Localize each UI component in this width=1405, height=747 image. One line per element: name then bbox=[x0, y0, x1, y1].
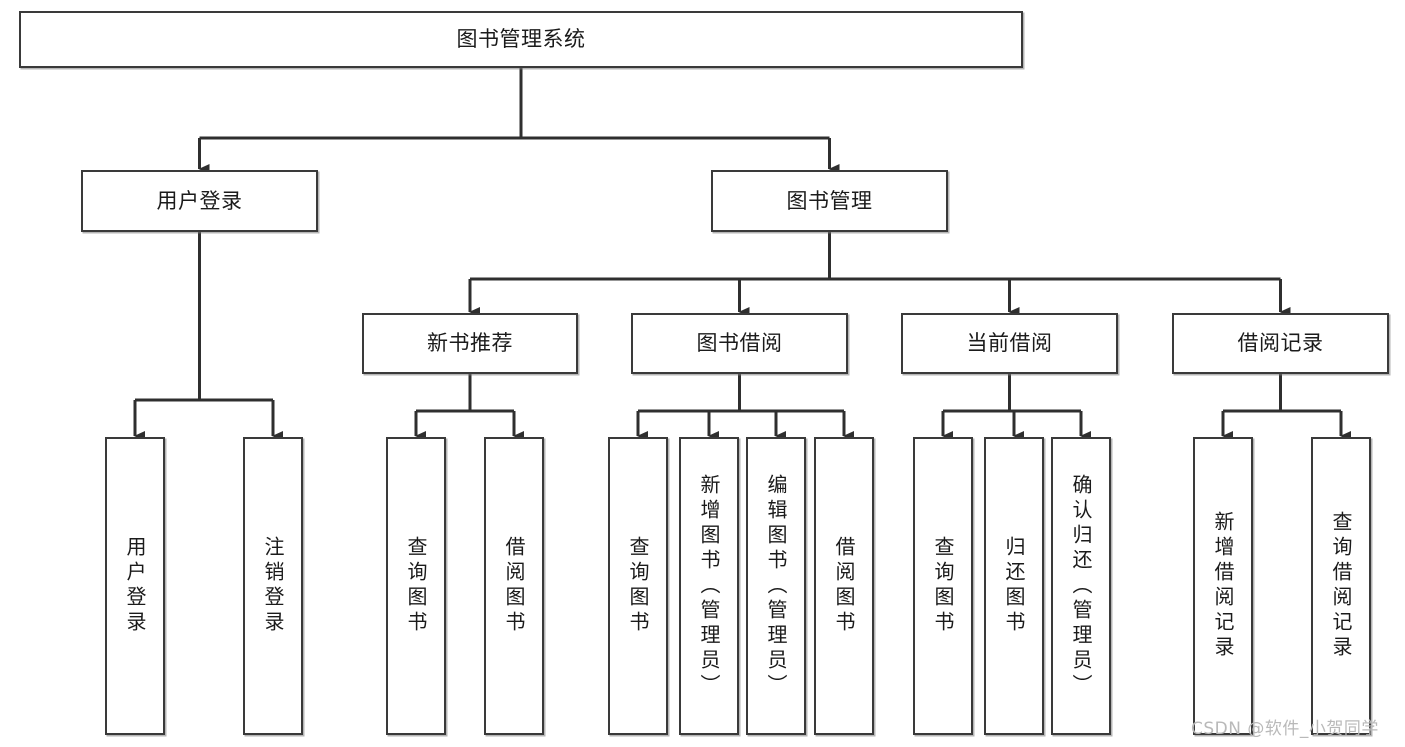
node-leaf-user-login[interactable]: 用户登录 bbox=[105, 437, 165, 735]
node-new-book-recommend-label: 新书推荐 bbox=[427, 331, 513, 356]
node-borrow-record-label: 借阅记录 bbox=[1237, 331, 1324, 356]
node-leaf-add-record[interactable]: 新增借阅记录 bbox=[1193, 437, 1253, 735]
node-borrow-record[interactable]: 借阅记录 bbox=[1172, 313, 1389, 374]
node-leaf-query-book-1[interactable]: 查询图书 bbox=[386, 437, 446, 735]
node-leaf-borrow-book-1[interactable]: 借阅图书 bbox=[484, 437, 544, 735]
node-leaf-query-record-label: 查询借阅记录 bbox=[1329, 511, 1353, 661]
node-leaf-logout[interactable]: 注销登录 bbox=[243, 437, 303, 735]
node-current-borrow-label: 当前借阅 bbox=[966, 331, 1053, 356]
node-leaf-query-book-1-label: 查询图书 bbox=[404, 536, 428, 636]
node-leaf-confirm-return[interactable]: 确认归还（管理员） bbox=[1051, 437, 1111, 735]
node-leaf-return-book-label: 归还图书 bbox=[1002, 536, 1026, 636]
node-user-login[interactable]: 用户登录 bbox=[81, 170, 318, 232]
watermark: CSDN @软件_小贺同学 bbox=[1191, 719, 1379, 739]
node-leaf-query-book-2-label: 查询图书 bbox=[626, 536, 650, 636]
node-book-borrow[interactable]: 图书借阅 bbox=[631, 313, 848, 374]
node-current-borrow[interactable]: 当前借阅 bbox=[901, 313, 1118, 374]
node-leaf-borrow-book-2-label: 借阅图书 bbox=[832, 536, 856, 636]
node-leaf-user-login-label: 用户登录 bbox=[123, 536, 147, 636]
node-leaf-query-record[interactable]: 查询借阅记录 bbox=[1311, 437, 1371, 735]
node-leaf-query-book-3-label: 查询图书 bbox=[931, 536, 955, 636]
node-new-book-recommend[interactable]: 新书推荐 bbox=[362, 313, 578, 374]
node-leaf-query-book-2[interactable]: 查询图书 bbox=[608, 437, 668, 735]
node-leaf-query-book-3[interactable]: 查询图书 bbox=[913, 437, 973, 735]
node-user-login-label: 用户登录 bbox=[156, 188, 243, 213]
node-leaf-borrow-book-2[interactable]: 借阅图书 bbox=[814, 437, 874, 735]
node-root[interactable]: 图书管理系统 bbox=[19, 11, 1023, 68]
node-leaf-borrow-book-1-label: 借阅图书 bbox=[502, 536, 526, 636]
node-leaf-edit-book-label: 编辑图书（管理员） bbox=[764, 473, 788, 699]
node-book-manage-label: 图书管理 bbox=[786, 188, 873, 213]
node-leaf-add-record-label: 新增借阅记录 bbox=[1211, 511, 1235, 661]
node-root-label: 图书管理系统 bbox=[456, 27, 586, 52]
node-leaf-logout-label: 注销登录 bbox=[261, 536, 285, 636]
node-book-manage[interactable]: 图书管理 bbox=[711, 170, 948, 232]
node-book-borrow-label: 图书借阅 bbox=[696, 331, 783, 356]
node-leaf-edit-book[interactable]: 编辑图书（管理员） bbox=[746, 437, 806, 735]
node-leaf-add-book-label: 新增图书（管理员） bbox=[697, 473, 721, 699]
node-leaf-return-book[interactable]: 归还图书 bbox=[984, 437, 1044, 735]
node-leaf-add-book[interactable]: 新增图书（管理员） bbox=[679, 437, 739, 735]
node-leaf-confirm-return-label: 确认归还（管理员） bbox=[1069, 473, 1093, 699]
